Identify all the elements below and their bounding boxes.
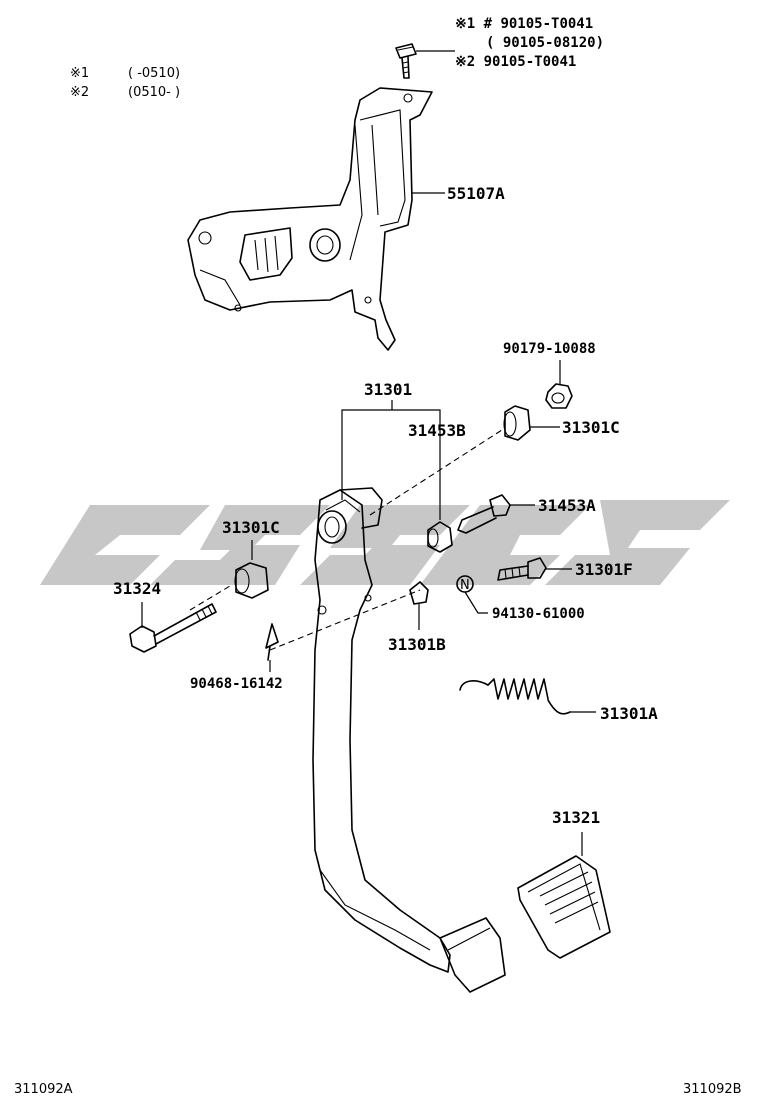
label-31301: 31301	[364, 380, 412, 399]
label-31301B: 31301B	[388, 635, 446, 654]
leader-31301	[341, 409, 441, 520]
label-55107A: 55107A	[447, 184, 505, 203]
note-2-range: (0510- )	[128, 85, 180, 100]
label-31301C-right: 31301C	[562, 418, 620, 437]
label-31324: 31324	[113, 579, 161, 598]
footer-code-right: 311092B	[683, 1082, 742, 1097]
label-31453B: 31453B	[408, 421, 466, 440]
flange-nut	[545, 383, 573, 409]
plug-31301B	[409, 581, 429, 630]
label-31453A: 31453A	[538, 496, 596, 515]
note-1-range: ( -0510)	[128, 66, 180, 81]
note-2-mark: ※2	[70, 85, 89, 100]
assembly-axis-upper	[369, 427, 506, 516]
label-90468-16142: 90468-16142	[190, 676, 283, 692]
bolt-31301F	[497, 557, 572, 581]
clip-90468	[265, 623, 279, 672]
note-legend: ※1 ( -0510) ※2 (0510- )	[70, 66, 180, 100]
label-94130-61000: 94130-61000	[492, 606, 585, 622]
nut-n-symbol-letter: N	[460, 578, 470, 593]
collar-31453B	[427, 521, 453, 553]
label-31301C-left: 31301C	[222, 518, 280, 537]
bolt-31453A	[457, 494, 535, 534]
pedal-pad	[517, 855, 611, 959]
bushing-left	[234, 562, 269, 599]
bolt-31324	[129, 603, 217, 653]
bolt-callout-line-3: ※2 90105-T0041	[455, 54, 576, 70]
label-31301F: 31301F	[575, 560, 633, 579]
return-spring	[459, 678, 596, 715]
assembly-axis-lower	[269, 589, 421, 651]
clutch-pedal-arm	[312, 487, 506, 993]
label-31321: 31321	[552, 808, 600, 827]
bolt-callout-line-2: ( 90105-08120)	[486, 35, 604, 51]
bushing-right	[503, 405, 560, 441]
bolt-callout-line-1: ※1 # 90105-T0041	[455, 16, 593, 32]
footer-code-left: 311092A	[14, 1082, 73, 1097]
note-1-mark: ※1	[70, 66, 89, 81]
bracket-bolt	[395, 43, 455, 79]
label-31301A: 31301A	[600, 704, 658, 723]
watermark-logo	[40, 500, 730, 585]
pedal-bracket	[187, 87, 445, 351]
label-90179-10088: 90179-10088	[503, 341, 596, 357]
